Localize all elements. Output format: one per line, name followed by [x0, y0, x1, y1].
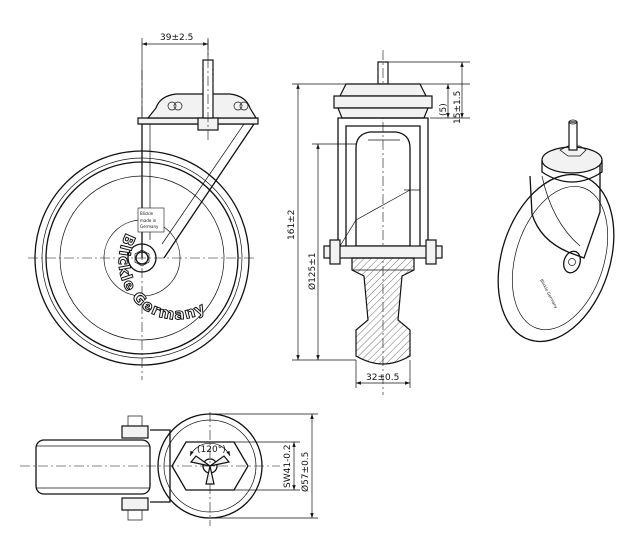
- fork-inner-slope: [161, 123, 245, 245]
- label-line1: Blickle: [140, 211, 154, 216]
- dim-hex-angle: (120°): [197, 445, 226, 455]
- ball-bearing-right2: [239, 101, 249, 111]
- axle-nut-left: [329, 239, 341, 265]
- swivel-head: [146, 93, 258, 119]
- iso-wheel-inner: [511, 185, 609, 331]
- side-view: Blickle made in Germany Blickle Germany …: [28, 33, 259, 380]
- top-head-inner: [163, 419, 257, 513]
- ball-bearing-left2: [167, 101, 177, 111]
- iso-hex: [559, 145, 587, 157]
- wheel-brand-textpath: Blickle Germany: [114, 230, 208, 324]
- dim-wheel-dia: Ø125±1: [307, 252, 318, 290]
- axle-nut-right: [425, 239, 437, 265]
- ball-bearing-left: [173, 101, 183, 111]
- top-bolt-upper: [127, 415, 143, 427]
- label-line2: made in: [140, 218, 157, 223]
- label-line3: Germany: [140, 224, 159, 229]
- front-head-bottom: [337, 107, 429, 119]
- dim-sw: SW41-0.2: [283, 444, 293, 488]
- top-fork: [150, 429, 171, 503]
- iso-stem-top: [568, 119, 578, 125]
- top-nut-lower: [121, 497, 149, 511]
- dim-height-total: 161±2: [287, 210, 297, 240]
- ball-bearing-right: [233, 101, 243, 111]
- dim-tread-width: 32±0.5: [366, 373, 399, 383]
- dim-stem-plate: 15±1.5: [453, 91, 463, 124]
- isometric-view: Blickle Germany: [497, 119, 615, 343]
- axle-bolt: [323, 245, 443, 259]
- iso-stem: [568, 121, 578, 151]
- front-fork-diagonal: [339, 189, 411, 247]
- iso-head-band: [541, 160, 603, 183]
- wheel-cross-section: [351, 257, 415, 365]
- top-view: (120°) SW41-0.2 Ø57±0.5: [20, 412, 318, 526]
- dim-bearing-dia: Ø57±0.5: [300, 452, 311, 492]
- front-head-band: [333, 95, 433, 109]
- iso-fork: [529, 164, 601, 259]
- axle-nut: [134, 249, 150, 267]
- top-bolt-lower: [127, 509, 143, 521]
- front-head-top: [339, 83, 427, 97]
- top-wheel: [35, 439, 151, 495]
- iso-axle: [568, 258, 576, 266]
- top-spider: [189, 455, 231, 485]
- front-wheel-upper: [355, 131, 411, 247]
- iso-brand-text: Blickle Germany: [539, 278, 559, 310]
- dim-stem-top: (5): [439, 103, 449, 116]
- top-nut-upper: [121, 425, 149, 439]
- front-view: 161±2 Ø125±1 32±0.5 (5) 15±1.5: [287, 50, 470, 395]
- label-plate: [137, 207, 165, 233]
- iso-wheel-outer: [497, 173, 615, 343]
- top-angle-arc: [189, 442, 231, 457]
- dim-width-top: 39±2.5: [160, 33, 193, 43]
- iso-hub: [563, 250, 581, 274]
- iso-head-top: [541, 146, 603, 174]
- iso-fork-inner: [541, 175, 581, 247]
- wheel-brand-text: Blickle Germany: [115, 231, 209, 324]
